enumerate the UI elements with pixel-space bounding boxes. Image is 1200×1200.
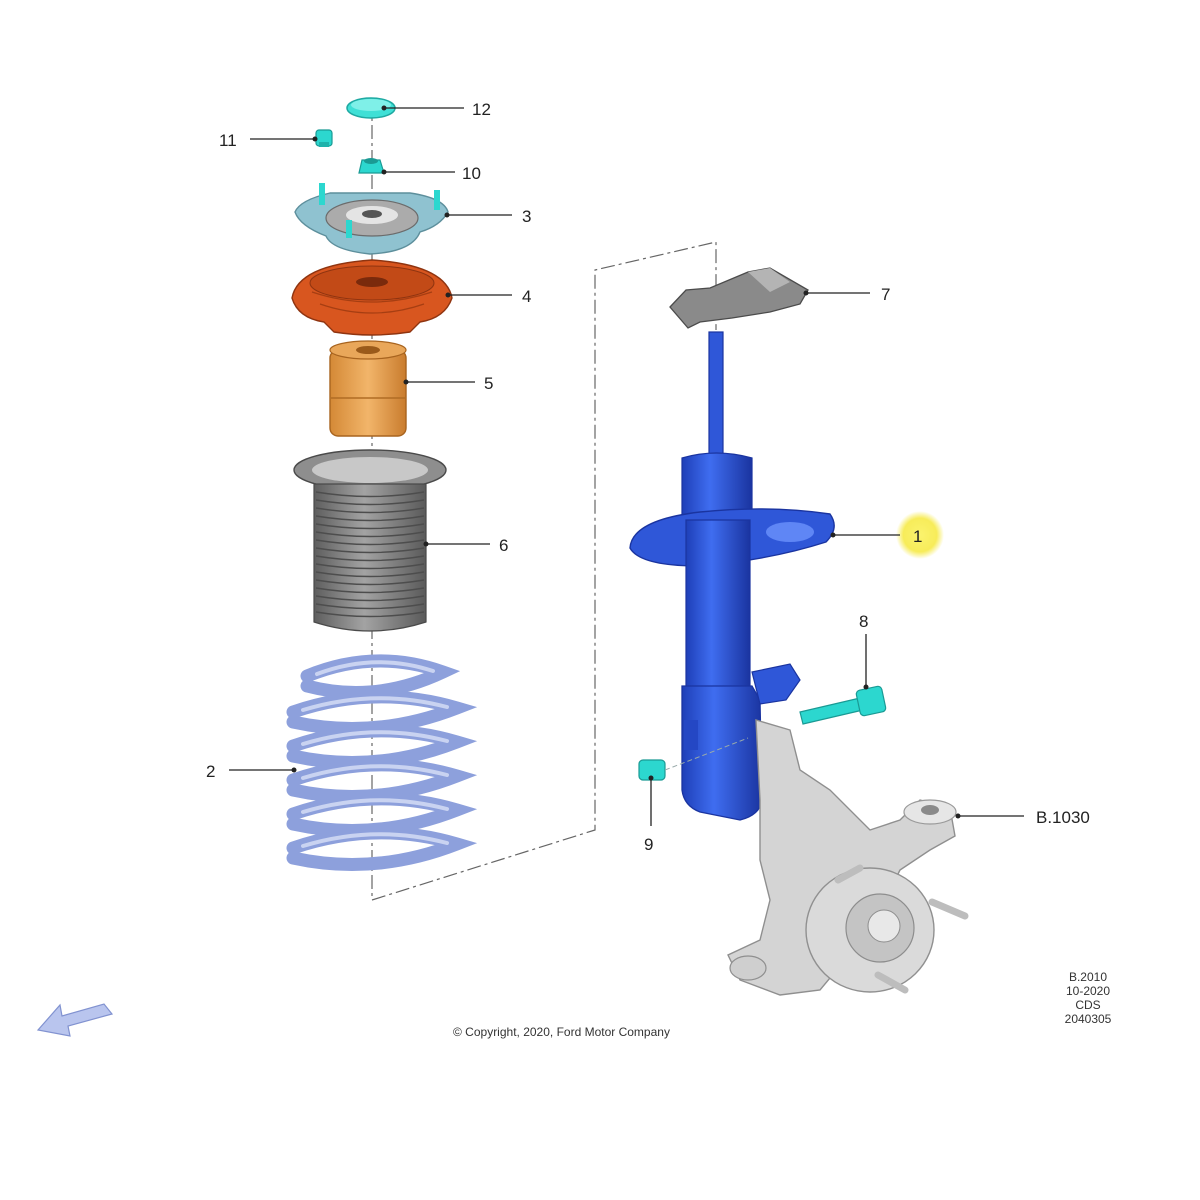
meta-line-4: 2040305 bbox=[1064, 1012, 1112, 1026]
coil-spring bbox=[286, 654, 478, 871]
upper-spring-seat bbox=[669, 267, 809, 329]
view-direction-arrow-icon bbox=[36, 1003, 114, 1037]
callout-2: 2 bbox=[206, 762, 215, 781]
strut-nut bbox=[638, 737, 749, 781]
callout-10: 10 bbox=[462, 164, 481, 183]
leader-lines bbox=[229, 105, 1024, 826]
bump-stop bbox=[329, 340, 407, 437]
callout-1: 1 bbox=[913, 527, 922, 546]
meta-line-3: CDS bbox=[1075, 998, 1101, 1012]
callout-11: 11 bbox=[219, 131, 237, 150]
callout-8: 8 bbox=[859, 612, 868, 631]
strut-assembly bbox=[629, 331, 835, 821]
callout-6: 6 bbox=[499, 536, 508, 555]
callout-9: 9 bbox=[644, 835, 653, 854]
steering-knuckle bbox=[727, 719, 969, 996]
dust-boot bbox=[293, 449, 447, 632]
copyright-notice: © Copyright, 2020, Ford Motor Company bbox=[453, 1025, 670, 1039]
meta-line-2: 10-2020 bbox=[1065, 984, 1111, 998]
top-mount-plate bbox=[294, 183, 449, 255]
callout-5: 5 bbox=[484, 374, 493, 393]
callout-12: 12 bbox=[472, 100, 491, 119]
top-nut bbox=[358, 158, 385, 174]
callout-labels: 12 11 10 3 4 5 6 2 7 1 8 9 B.1030 bbox=[206, 100, 1090, 854]
callout-7: 7 bbox=[881, 285, 890, 304]
strut-bearing bbox=[291, 259, 453, 336]
stud-nut bbox=[315, 129, 333, 147]
callout-1-highlight bbox=[896, 511, 944, 559]
callout-ref: B.1030 bbox=[1036, 808, 1090, 827]
mount-cap bbox=[346, 97, 396, 119]
strut-bolt bbox=[799, 685, 887, 725]
meta-line-1: B.2010 bbox=[1068, 970, 1108, 984]
callout-4: 4 bbox=[522, 287, 531, 306]
callout-3: 3 bbox=[522, 207, 531, 226]
drawing-metadata: B.2010 10-2020 CDS 2040305 bbox=[1028, 970, 1148, 1026]
